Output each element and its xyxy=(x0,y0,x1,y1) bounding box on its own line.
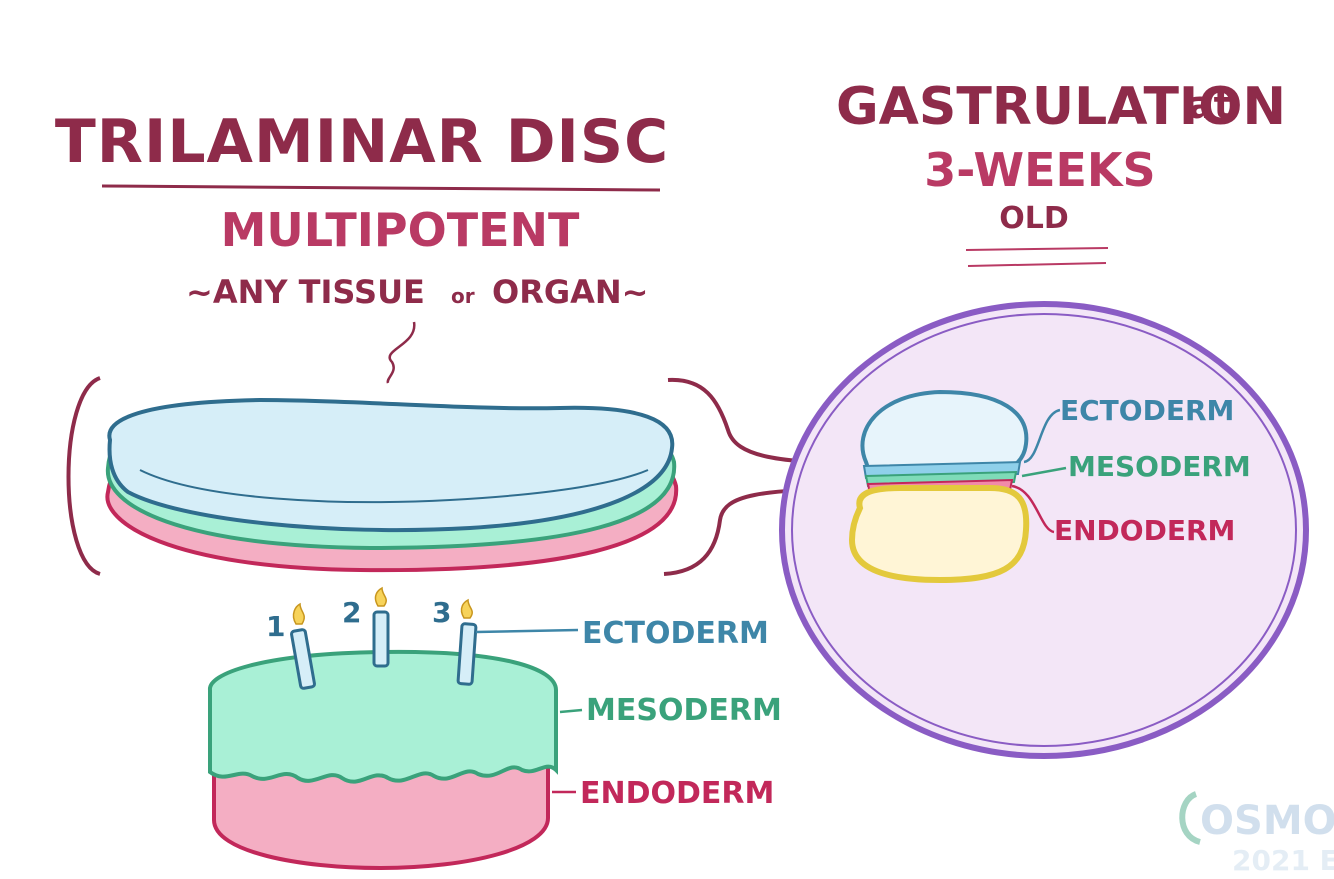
cell-mesoderm-leader xyxy=(1021,466,1067,478)
watermark-brand: OSMOSI xyxy=(1200,798,1334,844)
watermark-year: 2021 E xyxy=(1232,844,1334,877)
left-bracket xyxy=(66,376,101,576)
cake-ectoderm-leader xyxy=(475,628,579,634)
cake-mesoderm-label: MESODERM xyxy=(586,693,782,728)
tissue-organ-note-or: or xyxy=(451,284,475,308)
cell-ectoderm-label: ECTODERM xyxy=(1060,394,1234,427)
candle-2 xyxy=(372,586,390,668)
birthday-cake xyxy=(208,649,558,871)
multipotent-label: MULTIPOTENT xyxy=(221,203,580,257)
trilaminar-disc xyxy=(105,397,679,573)
title-underline xyxy=(101,184,661,192)
gastrulation-at: at xyxy=(1188,83,1232,127)
candle-number-1: 1 xyxy=(266,610,285,643)
candle-3 xyxy=(456,598,478,686)
candle-1 xyxy=(290,602,316,690)
old-underline-1 xyxy=(965,247,1109,251)
candle-number-2: 2 xyxy=(342,596,361,629)
cake-mesoderm-leader xyxy=(559,708,583,714)
cake-endoderm-label: ENDODERM xyxy=(580,776,774,811)
disc-highlight xyxy=(139,469,649,504)
candle-number-3: 3 xyxy=(432,596,451,629)
old-label: OLD xyxy=(999,201,1069,236)
cell-endoderm-label: ENDODERM xyxy=(1054,514,1235,547)
yolk-sac xyxy=(848,485,1030,584)
pointer-squiggle xyxy=(386,321,416,384)
cell-endoderm-leader xyxy=(1011,484,1055,534)
trilaminar-title: TRILAMINAR DISC xyxy=(55,107,669,177)
osmosis-watermark: OSMOSI 2021 E xyxy=(1179,791,1334,877)
disc-ectoderm-layer xyxy=(107,397,675,533)
cake-icing-mesoderm xyxy=(208,649,558,784)
tissue-organ-note-left: ~ANY TISSUE xyxy=(186,273,425,311)
cake-ectoderm-label: ECTODERM xyxy=(582,616,769,651)
tissue-organ-note-right: ORGAN~ xyxy=(492,273,648,311)
old-underline-2 xyxy=(967,262,1107,267)
watermark-logo-icon xyxy=(1179,791,1202,845)
gastrulation-title: GASTRULATION xyxy=(836,77,1286,137)
three-weeks-label: 3-WEEKS xyxy=(924,143,1155,197)
cell-mesoderm-label: MESODERM xyxy=(1068,450,1251,483)
cell-ectoderm-leader xyxy=(1023,408,1061,464)
cake-base-endoderm xyxy=(212,749,550,871)
